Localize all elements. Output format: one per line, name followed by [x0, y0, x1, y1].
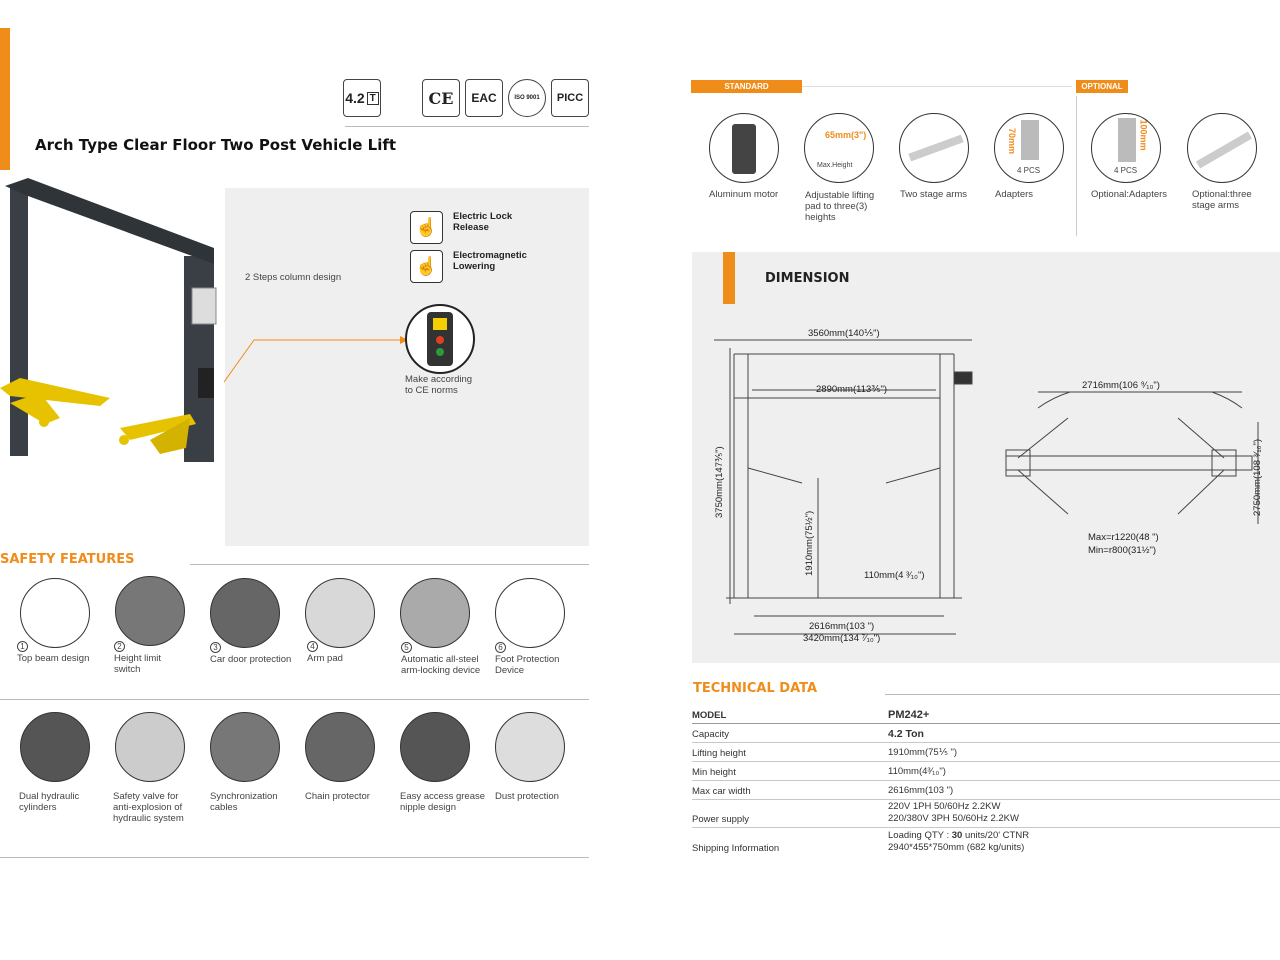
dim-arm-min: Min=r800(31½"): [1088, 545, 1156, 556]
optional-tag: OPTIONAL: [1076, 80, 1128, 93]
tech-row-shipping: Shipping Information Loading QTY : 30 un…: [692, 830, 1030, 854]
eac-badge: EAC: [465, 79, 503, 117]
title-divider: [345, 126, 589, 127]
adapters-image: 70mm 4 PCS: [994, 113, 1064, 183]
dim-inner-width: 2890mm(113⅗"): [816, 384, 887, 395]
standard-tag: STANDARD: [691, 80, 802, 93]
optional-separator: [1076, 96, 1077, 236]
acc-label-arms: Two stage arms: [900, 189, 968, 200]
dim-overall-width: 3560mm(140⅕"): [808, 328, 880, 339]
dimension-panel: [692, 252, 1280, 663]
electromagnetic-label: Electromagnetic Lowering: [453, 250, 527, 272]
callout-line: [223, 336, 408, 383]
product-title: Arch Type Clear Floor Two Post Vehicle L…: [35, 136, 397, 154]
foot-protection-image: [495, 578, 565, 648]
safety-features-title: SAFETY FEATURES: [0, 552, 135, 567]
dim-top-width: 2716mm(106 ⁹⁄₁₀"): [1082, 380, 1160, 391]
acc-label-opt-adapters: Optional:Adapters: [1091, 189, 1168, 200]
technical-title: TECHNICAL DATA: [693, 681, 818, 696]
left-accent-bar: [0, 28, 10, 170]
picc-badge: PICC: [551, 79, 589, 117]
control-box-icon: [405, 304, 475, 374]
tech-row-capacity: Capacity 4.2 Ton: [692, 724, 1280, 743]
electric-lock-label: Electric Lock Release: [453, 211, 513, 233]
optional-adapters-image: 100mm 4 PCS: [1091, 113, 1161, 183]
dust-protection-image: [495, 712, 565, 782]
dim-side-depth: 2750mm(108 ³⁄₁₀"): [1252, 439, 1263, 516]
column-design-text: 2 Steps column design: [245, 272, 342, 283]
safety-divider: [190, 564, 589, 565]
standard-divider: [802, 86, 1072, 87]
electric-lock-icon: ☝: [410, 211, 443, 244]
acc-label-opt-arms: Optional:three stage arms: [1192, 189, 1252, 211]
arm-lock-image: [400, 578, 470, 648]
tech-top-line: [885, 694, 1280, 695]
acc-label-adapters: Adapters: [995, 189, 1034, 200]
safety-item-11: Easy access grease nipple design: [400, 791, 486, 813]
safety-item-7: Dual hydraulic cylinders: [19, 791, 80, 813]
safety-valve-image: [115, 712, 185, 782]
tech-row-width: Max car width 2616mm(103 "): [692, 781, 1280, 800]
safety-item-8: Safety valve for anti-explosion of hydra…: [113, 791, 184, 824]
arm-pad-image: [305, 578, 375, 648]
dim-min-height: 110mm(4 ³⁄₁₀"): [864, 570, 925, 581]
dimension-drawing: 3560mm(140⅕") 2890mm(113⅗") 3750mm(147⅗"…: [714, 328, 1263, 644]
car-door-image: [210, 578, 280, 648]
dim-outer-base: 3420mm(134 ⁷⁄₁₀"): [803, 633, 880, 644]
ce-badge: CE: [422, 79, 460, 117]
two-stage-arms-image: [899, 113, 969, 183]
three-stage-arms-image: [1187, 113, 1257, 183]
top-beam-image: [20, 578, 90, 648]
hydraulic-cylinders-image: [20, 712, 90, 782]
safety-item-9: Synchronization cables: [210, 791, 278, 813]
safety-row-divider: [0, 699, 589, 700]
safety-item-10: Chain protector: [305, 791, 370, 802]
lifting-pad-image: 65mm(3") Max.Height: [804, 113, 874, 183]
lift-illustration: [0, 178, 217, 462]
dim-arm-max: Max=r1220(48 "): [1088, 532, 1159, 543]
feature-panel: [225, 188, 589, 546]
tech-row-min: Min height 110mm(4³⁄₁₀"): [692, 762, 1280, 781]
chain-protector-image: [305, 712, 375, 782]
iso-badge: ISO 9001: [508, 79, 546, 117]
dimension-accent: [723, 252, 735, 304]
safety-item-12: Dust protection: [495, 791, 559, 802]
tech-model-row: MODEL PM242+: [692, 704, 1280, 724]
tech-row-lifting: Lifting height 1910mm(75⅕ "): [692, 743, 1280, 762]
sync-cables-image: [210, 712, 280, 782]
height-limit-image: [115, 576, 185, 646]
tech-row-power: Power supply 220V 1PH 50/60Hz 2.2KW 220/…: [692, 800, 1280, 828]
dim-base-width: 2616mm(103 "): [809, 621, 874, 632]
acc-label-pad: Adjustable lifting pad to three(3) heigh…: [805, 190, 875, 223]
aluminum-motor-image: [709, 113, 779, 183]
dim-lift-height: 1910mm(75½"): [804, 511, 815, 576]
dim-height: 3750mm(147⅗"): [714, 446, 725, 518]
safety-bottom-divider: [0, 857, 589, 858]
acc-label-motor: Aluminum motor: [709, 189, 779, 200]
electromagnetic-icon: ☝: [410, 250, 443, 283]
grease-nipple-image: [400, 712, 470, 782]
ce-norms-text: Make according to CE norms: [405, 374, 473, 396]
dimension-title: DIMENSION: [765, 271, 850, 286]
